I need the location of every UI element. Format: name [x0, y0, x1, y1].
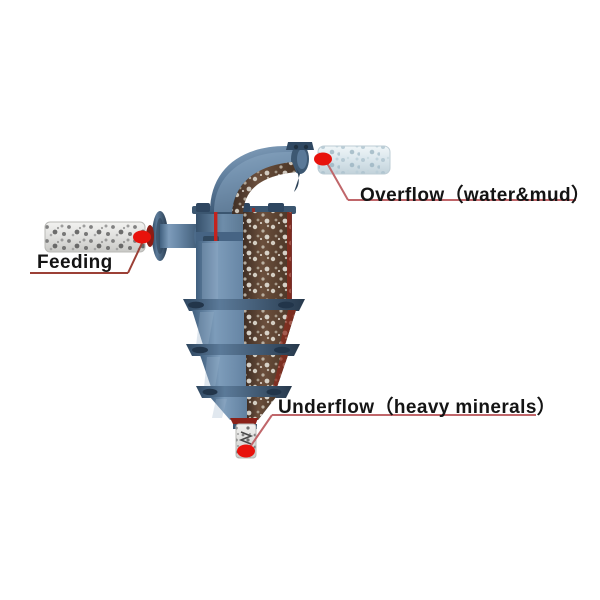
marker-dot-underflow: [237, 444, 255, 458]
callout-label-feeding: Feeding: [37, 252, 113, 273]
callout-leader-overflow: [326, 162, 576, 201]
flange-cone-2: [196, 386, 292, 398]
marker-dot-feeding: [133, 230, 151, 244]
callout-leader-underflow: [249, 414, 536, 448]
cone-section-1: [192, 310, 296, 348]
flange-cyl-bottom: [183, 299, 305, 311]
callout-label-underflow: Underflow（heavy minerals）: [278, 397, 557, 418]
feed-inlet-pipe: [44, 221, 146, 253]
cone-section-3: [210, 397, 276, 420]
callout-label-overflow: Overflow（water&mud）: [360, 185, 591, 206]
flange-cone-1: [186, 344, 300, 356]
overflow-pipe: [317, 145, 391, 175]
slurry-flow-elbow: [232, 162, 296, 214]
marker-dot-overflow: [314, 152, 332, 166]
cone-section-2: [200, 355, 288, 390]
slurry-cutaway-cylinder: [243, 212, 292, 304]
callout-leader-feeding: [30, 240, 144, 274]
